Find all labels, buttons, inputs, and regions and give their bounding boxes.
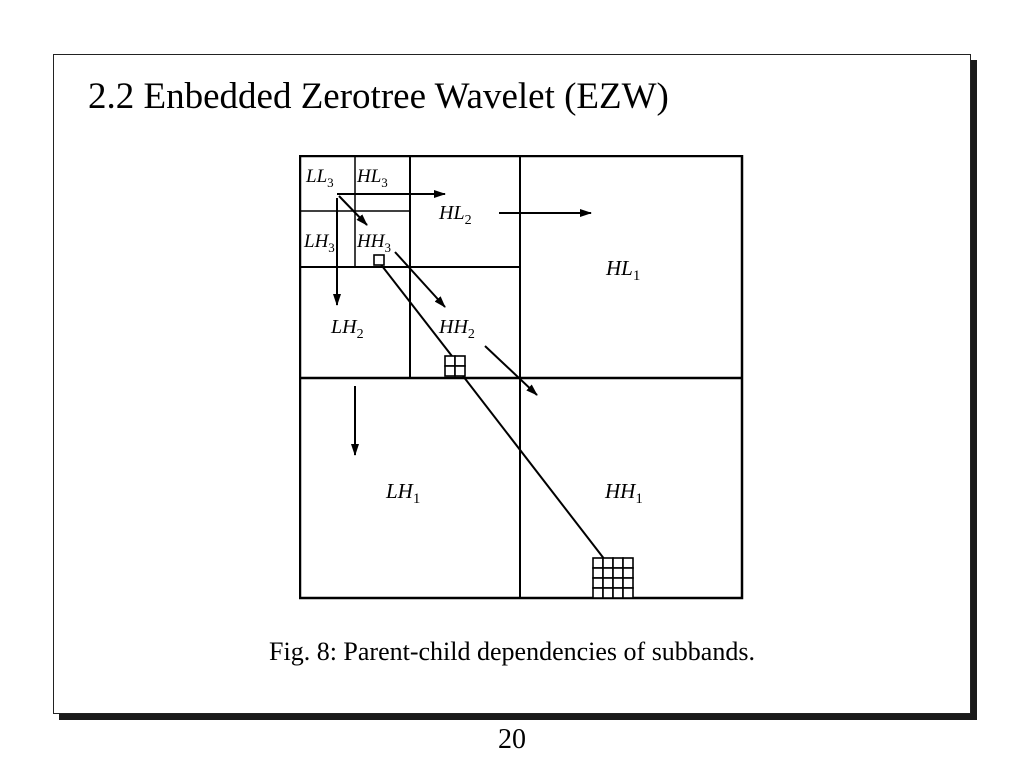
coefficient-cell (612, 577, 624, 589)
label-hh2: HH2 (438, 316, 475, 342)
coefficient-grid-hh1 (592, 557, 634, 599)
coefficient-cell (622, 567, 634, 579)
figure-caption: Fig. 8: Parent-child dependencies of sub… (269, 637, 755, 666)
label-hl2: HL2 (438, 202, 472, 228)
coefficient-grid-hh3 (373, 254, 385, 266)
subband-labels: LL3 HL3 LH3 HH3 HL2 LH2 HH2 HL1 LH1 HH1 (303, 166, 643, 507)
label-hh1: HH1 (604, 479, 643, 507)
coefficient-cell (592, 577, 604, 589)
arrow-ll3-to-hh3 (338, 195, 368, 226)
coefficient-cell (444, 365, 456, 377)
subband-grid (299, 155, 744, 600)
coefficient-cell (622, 577, 634, 589)
coefficient-cell (612, 587, 624, 599)
coefficient-cell (622, 557, 634, 569)
label-lh3: LH3 (303, 231, 335, 255)
label-hl3: HL3 (356, 166, 388, 190)
slide-title: 2.2 Enbedded Zerotree Wavelet (EZW) (88, 76, 669, 117)
coefficient-cell (592, 587, 604, 599)
coefficient-cell (592, 567, 604, 579)
coefficient-cell (622, 587, 634, 599)
tree-link-hh3-to-hh2 (378, 261, 456, 361)
slide-frame: 2.2 Enbedded Zerotree Wavelet (EZW) LL3 (53, 54, 971, 714)
coefficient-cell (602, 577, 614, 589)
coefficient-cell (454, 365, 466, 377)
coefficient-cell (612, 557, 624, 569)
dependency-arrows (333, 190, 592, 456)
coefficient-cell (602, 567, 614, 579)
coefficient-cell (373, 254, 385, 266)
subband-diagram: LL3 HL3 LH3 HH3 HL2 LH2 HH2 HL1 LH1 HH1 (299, 155, 744, 600)
arrow-hh2-to-hh1 (484, 345, 538, 396)
arrow-hh3-to-hh2 (394, 251, 446, 308)
coefficient-cell (602, 587, 614, 599)
coefficient-cell (592, 557, 604, 569)
coefficient-grid-hh2 (444, 355, 466, 377)
coefficient-cell (454, 355, 466, 367)
coefficient-tree (373, 254, 634, 599)
label-hl1: HL1 (605, 256, 640, 284)
label-lh2: LH2 (330, 316, 364, 342)
label-hh3: HH3 (356, 231, 391, 255)
label-lh1: LH1 (385, 479, 420, 507)
tree-link-hh2-to-hh1 (462, 375, 606, 561)
label-ll3: LL3 (305, 166, 334, 190)
page-number: 20 (498, 724, 526, 755)
coefficient-cell (612, 567, 624, 579)
coefficient-cell (602, 557, 614, 569)
coefficient-cell (444, 355, 456, 367)
